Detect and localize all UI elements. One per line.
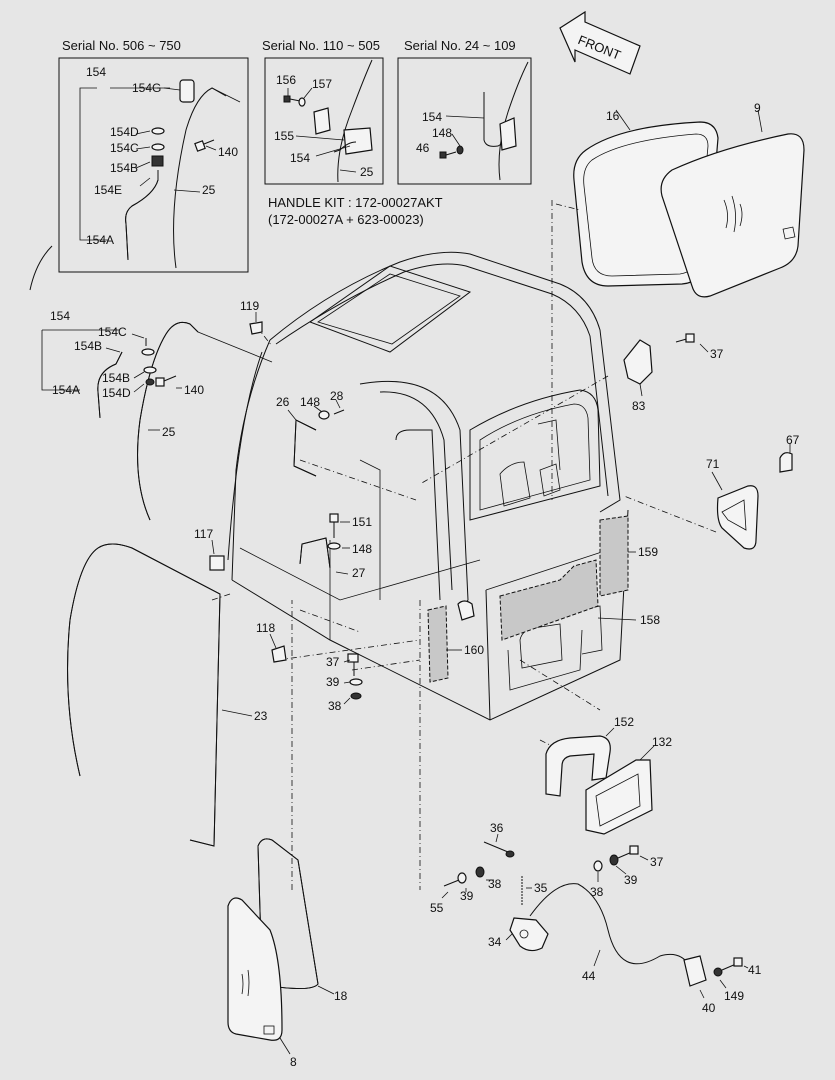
detail-box-110-505: 156 157 155 154 25 (264, 57, 384, 185)
callout-41: 41 (748, 963, 762, 977)
callout-34: 34 (488, 935, 502, 949)
callout-27: 27 (352, 566, 366, 580)
callout-149: 149 (724, 989, 744, 1003)
callout-151: 151 (352, 515, 372, 529)
callout-117: 117 (194, 527, 213, 541)
assembly-lines (211, 200, 717, 890)
callout-132: 132 (652, 735, 672, 749)
callout-157: 157 (312, 77, 332, 91)
callout-39-c: 39 (624, 873, 638, 887)
handle-kit-label: HANDLE KIT : 172-00027AKT (268, 195, 443, 210)
part-118: 118 (256, 621, 287, 663)
callout-155: 155 (274, 129, 294, 143)
callout-154D: 154D (110, 125, 139, 139)
part-83: 37 83 (623, 333, 724, 413)
handle-26: 26 148 28 (276, 389, 345, 477)
callout-67: 67 (786, 433, 800, 447)
edge-arc (29, 245, 53, 291)
callout-25-main: 25 (162, 425, 176, 439)
rod-assembly-main: 154 154C 154B 154B 154D 154A 140 25 (41, 309, 273, 521)
callout-37-c: 37 (650, 855, 664, 869)
callout-154: 154 (86, 65, 106, 79)
callout-8: 8 (290, 1055, 297, 1069)
front-arrow: FRONT (559, 10, 641, 75)
serial-header-24-109: Serial No. 24 ~ 109 (404, 38, 516, 53)
callout-158: 158 (640, 613, 660, 627)
callout-154B-main: 154B (74, 339, 102, 353)
callout-38-b: 38 (488, 877, 502, 891)
callout-154B: 154B (110, 161, 138, 175)
callout-119: 119 (240, 299, 259, 313)
part-117: 117 (194, 527, 225, 571)
handle-kit-parts: (172-00027A + 623-00023) (268, 212, 424, 227)
callout-25-box2: 25 (360, 165, 374, 179)
callout-9: 9 (754, 101, 761, 115)
callout-154-main: 154 (50, 309, 70, 323)
callout-39-a: 39 (326, 675, 340, 689)
handle-27: 151 148 27 (299, 513, 372, 580)
callout-154B-main-2: 154B (102, 371, 130, 385)
window-glass-8: 8 (227, 897, 297, 1069)
detail-box-24-109: 154 148 46 (397, 57, 532, 185)
callout-148-b: 148 (352, 542, 372, 556)
callout-156: 156 (276, 73, 296, 87)
part-132: 132 (585, 735, 672, 835)
callout-39-b: 39 (460, 889, 474, 903)
callout-28: 28 (330, 389, 344, 403)
callout-71: 71 (706, 457, 720, 471)
callout-154E: 154E (94, 183, 122, 197)
callout-25: 25 (202, 183, 216, 197)
callout-154-box2: 154 (290, 151, 310, 165)
cab-frame (227, 251, 629, 721)
door-seal-23: 23 (67, 543, 268, 847)
callout-38-c: 38 (590, 885, 604, 899)
callout-16: 16 (606, 109, 620, 123)
callout-83: 83 (632, 399, 646, 413)
callout-37-a: 37 (710, 347, 724, 361)
callout-35: 35 (534, 881, 548, 895)
callout-40: 40 (702, 1001, 716, 1015)
serial-header-110-505: Serial No. 110 ~ 505 (262, 38, 380, 53)
lock-mechanism: 36 37 38 35 38 39 39 55 34 44 41 149 40 (430, 821, 762, 1015)
callout-36: 36 (490, 821, 504, 835)
detail-box-506-750: 154 154G 154D 154C 154B 154E 154A 140 25 (58, 57, 249, 273)
callout-140-main: 140 (184, 383, 204, 397)
callout-154-box3: 154 (422, 110, 442, 124)
callout-23: 23 (254, 709, 268, 723)
callout-148-a: 148 (300, 395, 320, 409)
callout-152: 152 (614, 715, 634, 729)
pad-159: 159 (599, 515, 658, 597)
callout-46: 46 (416, 141, 430, 155)
window-glass-9: 9 (660, 101, 805, 298)
callout-154C-main: 154C (98, 325, 127, 339)
pad-158: 158 (499, 559, 660, 641)
part-119: 119 (240, 299, 263, 335)
bolt-stack-37-39-38: 37 39 38 (326, 653, 363, 713)
serial-header-506-750: Serial No. 506 ~ 750 (62, 38, 181, 53)
callout-159: 159 (638, 545, 658, 559)
callout-154G: 154G (132, 81, 161, 95)
callout-160: 160 (464, 643, 484, 657)
callout-154A-main: 154A (52, 383, 80, 397)
part-71: 67 71 (706, 433, 800, 550)
callout-118: 118 (256, 621, 275, 635)
part-152: 152 (545, 715, 634, 797)
pad-160: 160 (427, 605, 484, 683)
callout-44: 44 (582, 969, 596, 983)
callout-154D-main: 154D (102, 386, 131, 400)
callout-37-b: 37 (326, 655, 340, 669)
callout-154C: 154C (110, 141, 139, 155)
callout-140: 140 (218, 145, 238, 159)
callout-55: 55 (430, 901, 444, 915)
callout-38-a: 38 (328, 699, 342, 713)
callout-154A: 154A (86, 233, 114, 247)
callout-148-box3: 148 (432, 126, 452, 140)
callout-26: 26 (276, 395, 290, 409)
callout-18: 18 (334, 989, 348, 1003)
